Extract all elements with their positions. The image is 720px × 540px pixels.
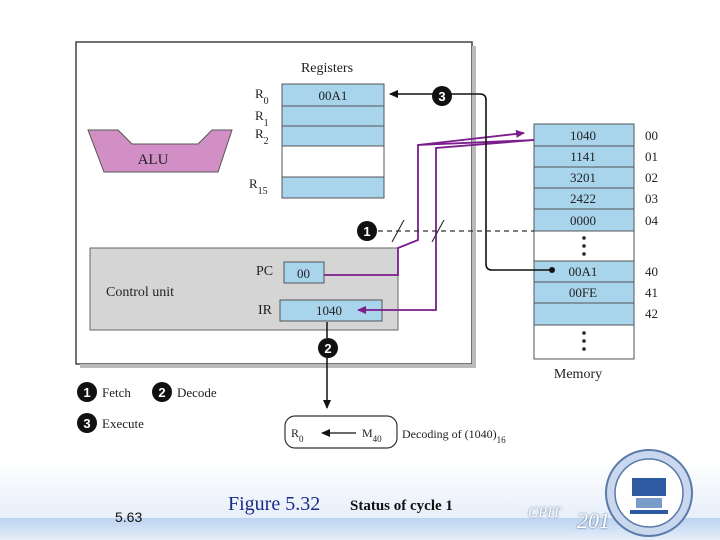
legend-fetch: 1 Fetch	[77, 382, 131, 402]
cpu-box-shadow	[80, 364, 476, 368]
alu-shape	[87, 129, 233, 173]
memory-addr-01: 01	[645, 149, 658, 164]
memory-value-02: 3201	[570, 170, 596, 185]
pc-to-memory-wire	[397, 139, 535, 276]
register-r2-cell	[281, 125, 385, 147]
svg-text:Decode: Decode	[177, 385, 217, 400]
memory-label: Memory	[554, 367, 602, 382]
svg-text:2: 2	[324, 341, 331, 356]
svg-text:Fetch: Fetch	[102, 385, 131, 400]
memory-value-00: 1040	[570, 128, 596, 143]
legend-execute: 3 Execute	[77, 413, 144, 433]
svg-text:1: 1	[363, 224, 370, 239]
memory-addr-02: 02	[645, 170, 658, 185]
execute-arrow-origin	[549, 267, 555, 273]
execute-arrow	[389, 90, 552, 271]
registers-title: Registers	[301, 61, 353, 76]
legend-decode: 2 Decode	[152, 382, 217, 402]
svg-text:1: 1	[83, 385, 90, 400]
memory-addr-40: 40	[645, 264, 658, 279]
figure-caption: Status of cycle 1	[350, 498, 453, 514]
cpu-box-shadow-right	[472, 46, 476, 368]
register-r2-label: R2	[255, 126, 269, 147]
memory-to-ir-arrow	[357, 139, 535, 314]
register-r1-label: R1	[255, 108, 269, 129]
memory-value-01: 1141	[570, 149, 596, 164]
svg-text:Execute: Execute	[102, 416, 144, 431]
register-r0-value: 00A1	[319, 88, 348, 103]
register-gap-cell	[281, 145, 385, 178]
pc-label: PC	[256, 264, 273, 279]
memory-ellipsis-2	[582, 331, 586, 351]
decode-dest: R0	[291, 426, 304, 444]
register-r15-label: R15	[249, 176, 268, 197]
university-logo-icon	[605, 449, 693, 537]
memory-addr-04: 04	[645, 213, 659, 228]
decode-src: M40	[362, 426, 382, 444]
ir-value: 1040	[316, 303, 342, 318]
memory-addr-03: 03	[645, 191, 658, 206]
fetch-bus-slashes	[391, 219, 445, 243]
svg-text:3: 3	[438, 89, 445, 104]
register-r15-cell	[281, 176, 385, 199]
memory-value-41: 00FE	[569, 285, 597, 300]
footer-bar	[0, 518, 720, 540]
figure-title: Figure 5.32	[228, 493, 321, 515]
step-1-marker: 1	[357, 221, 377, 241]
register-r0-label: R0	[255, 86, 269, 107]
slide-number: 5.63	[115, 509, 143, 525]
memory-value-40: 00A1	[569, 264, 598, 279]
control-unit-label: Control unit	[106, 285, 174, 300]
footer-gradient	[0, 460, 720, 518]
pc-value: 00	[297, 266, 310, 281]
svg-text:3: 3	[83, 416, 90, 431]
pc-to-memory-arrow	[417, 129, 525, 146]
memory-addr-42: 42	[645, 306, 658, 321]
memory-addr-00: 00	[645, 128, 658, 143]
alu-label: ALU	[138, 152, 169, 168]
svg-text:2: 2	[158, 385, 165, 400]
memory-value-04: 0000	[570, 213, 596, 228]
pc-register	[283, 261, 325, 284]
decode-box	[284, 415, 398, 449]
decode-caption: Decoding of (1040)16	[402, 427, 506, 445]
ir-label: IR	[258, 303, 273, 318]
register-r1-cell	[281, 105, 385, 127]
memory-addr-41: 41	[645, 285, 658, 300]
step-3-marker: 3	[432, 86, 452, 106]
memory-value-03: 2422	[570, 191, 596, 206]
course-brand: CPIT	[528, 505, 561, 521]
memory-ellipsis-1	[582, 236, 586, 256]
step-2-marker: 2	[318, 338, 338, 358]
memory-cell-42	[533, 302, 635, 326]
course-number: 201	[577, 508, 610, 533]
